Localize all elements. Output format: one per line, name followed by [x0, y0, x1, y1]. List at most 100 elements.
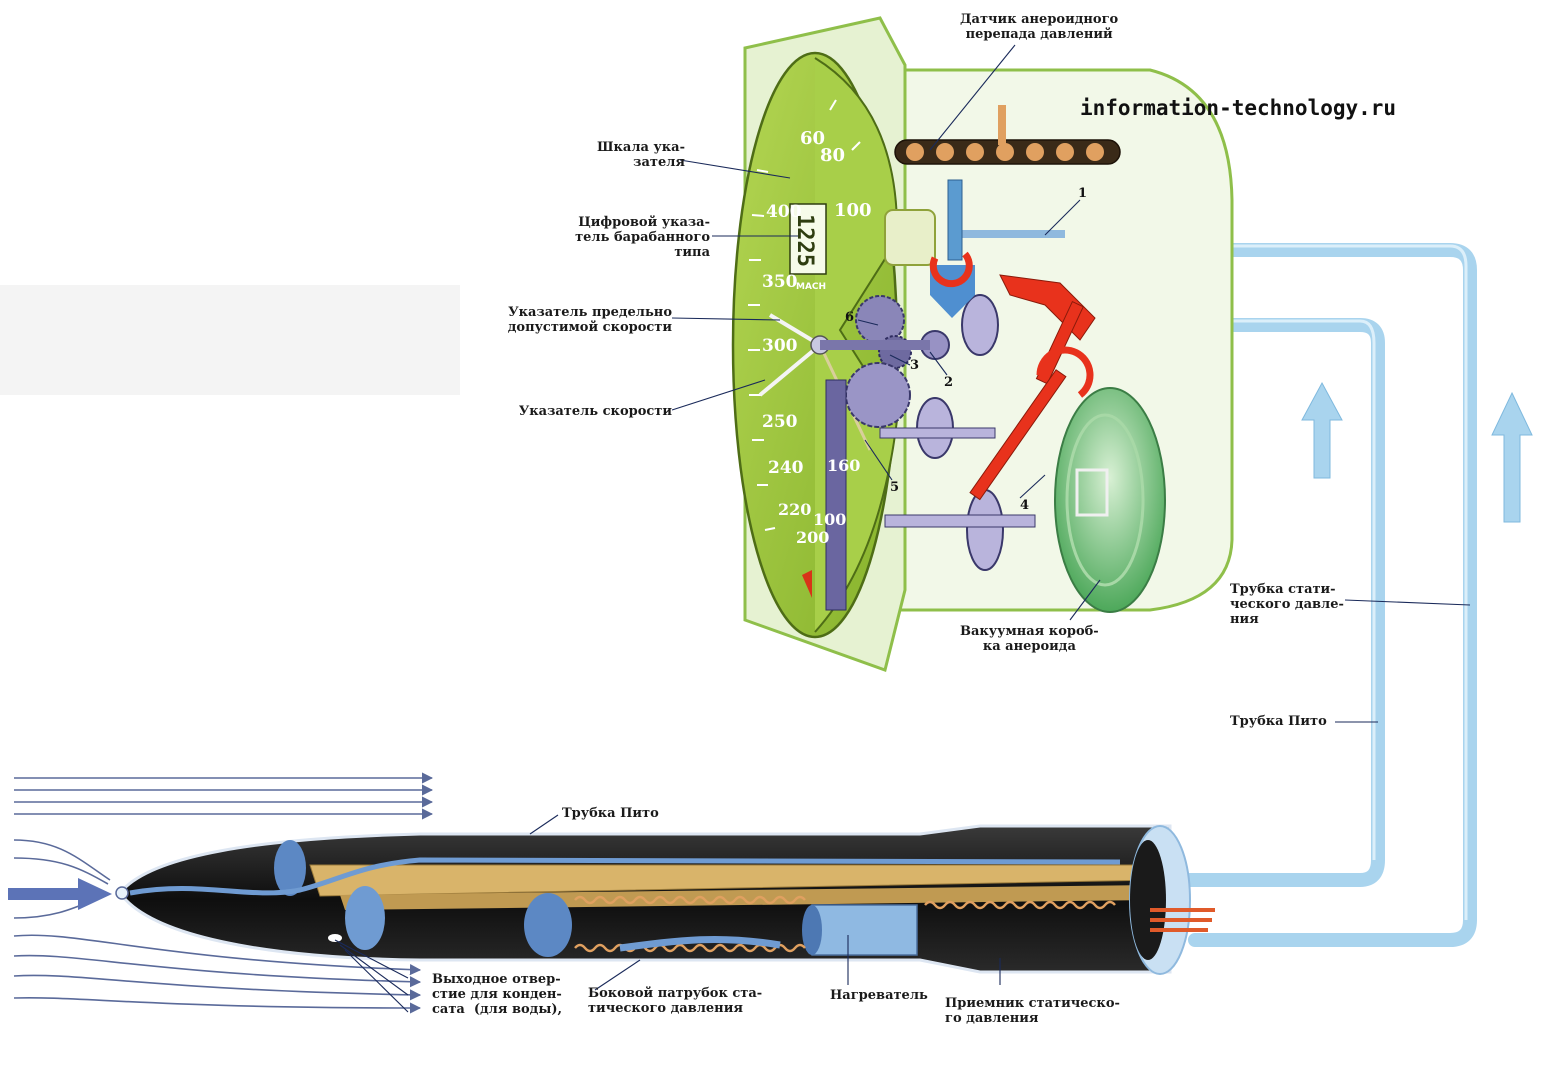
up-arrow-icon — [1491, 391, 1533, 523]
partition-2 — [345, 886, 385, 950]
label-static-receiver: Приемник статическо- го давления — [945, 996, 1120, 1026]
leader-drain-2 — [339, 944, 409, 996]
label-pitot-tube-right: Трубка Пито — [1230, 714, 1327, 729]
gear-shaft — [820, 340, 930, 350]
part-number-2: 2 — [944, 375, 954, 390]
leader-dial-scale — [679, 159, 791, 179]
scale-number: 100 — [834, 200, 872, 221]
leader-part-4 — [1019, 474, 1046, 499]
leader-part-3 — [889, 354, 911, 366]
label-heater: Нагреватель — [830, 988, 928, 1003]
gear-mechanism — [820, 179, 1065, 611]
label-pitot-tube-bottom: Трубка Пито — [562, 806, 659, 821]
partition-3 — [524, 893, 572, 957]
leader-part-5 — [864, 439, 893, 481]
label-max-speed-pointer: Указатель предельно допустимой скорости — [507, 305, 672, 335]
red-diagonal-arm — [969, 369, 1067, 501]
background-smudge — [0, 285, 460, 395]
part-number-3: 3 — [910, 358, 920, 373]
leader-lines — [334, 44, 1471, 1013]
airflow-line — [13, 996, 422, 1014]
partition-1 — [274, 840, 306, 896]
label-drum-counter: Цифровой указа- тель барабанного типа — [575, 215, 710, 260]
airflow-lines — [13, 772, 434, 1014]
scale-number: 80 — [820, 145, 846, 166]
watermark-text: information-technology.ru — [1080, 96, 1397, 120]
pitot-tube-body — [115, 824, 1215, 975]
red-limit-marker — [802, 570, 812, 598]
scale-number: 100 — [813, 510, 847, 529]
red-vertical-arm — [1035, 300, 1084, 385]
aneroid-differential-capsule — [894, 105, 1121, 165]
part-number-4: 4 — [1020, 498, 1030, 513]
label-vacuum-box: Вакуумная короб- ка анероида — [960, 624, 1099, 654]
airflow-line — [13, 974, 422, 1001]
heating-coil-left-lower — [574, 943, 806, 953]
sector-arm — [825, 379, 847, 611]
vacuum-aneroid-box — [1054, 387, 1166, 613]
leader-aneroid-sensor — [929, 44, 1016, 151]
leader-drain-1 — [334, 939, 409, 979]
scale-number: 400 — [766, 202, 802, 222]
leader-part-1 — [1044, 199, 1081, 236]
scale-number: 240 — [768, 458, 804, 478]
rotation-arrow-2 — [929, 251, 973, 288]
drain-hole — [328, 934, 342, 942]
leader-drain-3 — [344, 949, 409, 1013]
leader-max-speed — [671, 317, 781, 321]
leader-part-2 — [929, 351, 948, 376]
scale-number: 200 — [796, 528, 830, 547]
heating-coil-right — [924, 900, 1116, 910]
up-arrow-icon — [1301, 381, 1343, 479]
leader-speed — [671, 379, 766, 411]
heater-wires — [1150, 908, 1215, 932]
scale-number: 300 — [762, 336, 798, 356]
leader-vacuum-box — [1069, 579, 1101, 621]
link-rod-1 — [950, 230, 1065, 238]
dial-ticks — [748, 99, 861, 531]
heater-cylinder — [811, 904, 918, 956]
part-number-5: 5 — [890, 480, 900, 495]
cam-wheel-1 — [961, 294, 999, 356]
inflow-arrow-icon — [8, 878, 112, 910]
leader-static-tube — [1344, 599, 1471, 606]
airflow-line — [13, 934, 422, 976]
label-drain-hole: Выходное отвер- стие для конден- сата (д… — [432, 972, 563, 1017]
leader-part-6 — [857, 319, 879, 326]
airflow-line — [13, 857, 109, 885]
link-rod-vertical — [947, 179, 963, 261]
pitot-inlet — [115, 886, 129, 900]
leader-side-port — [594, 959, 641, 991]
label-static-tube: Трубка стати- ческого давле- ния — [1230, 582, 1344, 627]
heating-coil-left — [574, 895, 806, 905]
scale-number: 160 — [827, 456, 861, 475]
gear-sector — [845, 362, 911, 428]
airflow-line — [13, 839, 111, 881]
drum-wheel — [884, 209, 936, 266]
speed-pointer — [758, 343, 822, 397]
scale-number: 250 — [762, 412, 798, 432]
label-aneroid-sensor: Датчик анероидного перепада давлений — [960, 12, 1119, 42]
tube-highlights — [1195, 244, 1468, 920]
static-channel-lower — [619, 935, 781, 952]
part-number-6: 6 — [845, 310, 855, 325]
mach-label: MACH — [796, 282, 827, 292]
shaft-2 — [879, 427, 996, 439]
shaft-3 — [884, 514, 1036, 528]
scale-number: 350 — [762, 272, 798, 292]
cam-wheel-3 — [966, 489, 1004, 571]
part-number-1: 1 — [1078, 186, 1088, 201]
scale-number: 60 — [800, 128, 826, 149]
label-speed-pointer: Указатель скорости — [518, 404, 672, 419]
rotation-arrow-1 — [1036, 346, 1094, 398]
static-channel — [129, 857, 1121, 896]
red-lever-mechanism — [929, 251, 1096, 501]
static-tube-path — [1188, 243, 1477, 947]
airflow-line — [13, 954, 422, 988]
scale-number: 220 — [778, 500, 812, 519]
drum-counter-window — [789, 203, 827, 275]
label-side-static-port: Боковой патрубок ста- тического давления — [588, 986, 763, 1016]
leader-pitot-bottom — [529, 814, 559, 835]
